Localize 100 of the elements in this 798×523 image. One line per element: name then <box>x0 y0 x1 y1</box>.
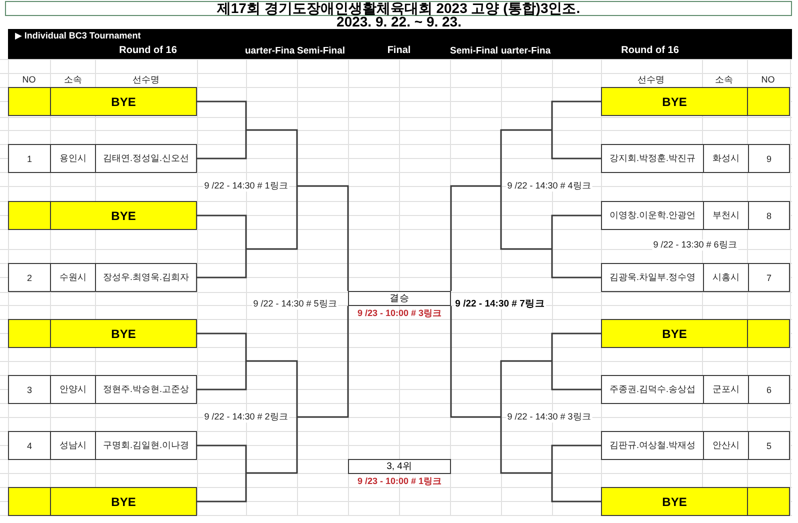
entry-number: 4 <box>26 440 33 452</box>
bye-label: BYE <box>50 320 196 347</box>
city-name: 용인시 <box>50 145 95 172</box>
round-heading: Final <box>387 45 411 57</box>
city-name: 성남시 <box>50 432 95 459</box>
bracket-line <box>551 100 601 130</box>
team-row <box>8 144 197 173</box>
player-names: 김태연.정성일.신오선 <box>95 145 196 172</box>
bracket-line <box>551 214 601 249</box>
round-heading: Semi-Final <box>297 45 346 57</box>
entry-number: 1 <box>26 152 33 166</box>
match-schedule: 9 /23 - 10:00 # 3링크 <box>357 307 442 319</box>
bye-row <box>601 87 790 116</box>
player-names: 장성우.최영욱.김희자 <box>95 264 196 291</box>
bracket-line <box>246 360 298 417</box>
bracket-line <box>500 186 552 250</box>
match-schedule: 9 /22 - 14:30 # 5링크 <box>252 298 338 310</box>
bracket-line <box>197 361 247 390</box>
entry-number: 5 <box>748 432 789 459</box>
team-row <box>8 375 197 404</box>
bracket-line <box>500 360 552 417</box>
bye-row <box>601 319 790 348</box>
bracket-line <box>450 185 501 291</box>
bracket-line <box>551 361 601 390</box>
city-name: 안산시 <box>703 432 748 459</box>
team-row <box>601 201 790 230</box>
tournament-name: ▶ Individual BC3 Tournament <box>15 30 141 42</box>
bracket-line <box>197 332 247 361</box>
bye-label: BYE <box>50 88 196 115</box>
column-heading: 소속 <box>64 74 82 86</box>
bracket-line <box>197 214 247 249</box>
bracket-line <box>297 306 349 418</box>
team-row <box>8 431 197 460</box>
bracket-line <box>197 473 247 502</box>
bracket-line <box>197 444 247 473</box>
column-heading: 선수명 <box>132 74 160 86</box>
bracket-line <box>197 249 247 278</box>
match-box: 결승 <box>348 291 451 306</box>
bye-label: BYE <box>50 488 196 515</box>
bracket-line <box>551 444 601 473</box>
player-names: 주종권.김덕수.송상섭 <box>608 383 696 396</box>
city-name: 수원시 <box>50 264 95 291</box>
city-name: 시흥시 <box>703 264 748 291</box>
bye-label: BYE <box>50 202 196 229</box>
bye-label: BYE <box>602 488 748 515</box>
player-names: 강지회.박정훈.박진규 <box>608 152 696 165</box>
match-schedule: 9 /22 - 14:30 # 2링크 <box>203 412 289 422</box>
bye-label: BYE <box>602 88 748 115</box>
bye-row <box>8 487 197 516</box>
entry-number: 6 <box>748 376 789 403</box>
bracket-line <box>246 417 298 474</box>
column-heading: NO <box>761 74 775 86</box>
match-box: 3, 4위 <box>348 459 451 474</box>
bracket-line <box>551 332 601 361</box>
entry-number: 7 <box>748 264 789 291</box>
bracket-line <box>246 186 298 250</box>
bye-row <box>601 487 790 516</box>
entry-number: 9 <box>748 145 789 172</box>
round-heading: uarter-Fina <box>245 45 295 57</box>
bye-row <box>8 201 197 230</box>
bye-row <box>8 319 197 348</box>
match-schedule: 9 /22 - 14:30 # 1링크 <box>203 180 289 192</box>
entry-number: 2 <box>26 272 33 284</box>
team-row <box>8 263 197 292</box>
bracket-line <box>551 249 601 278</box>
bracket-line <box>551 130 601 160</box>
city-name: 군포시 <box>703 376 748 403</box>
round-heading: uarter-Fina <box>501 45 551 57</box>
sheet-title: 제17회 경기도장애인생활체육대회 2023 고양 (통합)3인조. <box>5 1 792 16</box>
team-row <box>601 144 790 173</box>
player-names: 이영창.이운학.안광언 <box>608 209 696 222</box>
match-schedule: 9 /22 - 14:30 # 4링크 <box>506 180 592 192</box>
bracket-line <box>197 100 247 130</box>
city-name: 안양시 <box>50 376 95 403</box>
entry-number: 8 <box>748 202 789 229</box>
player-names: 구명회.김일현.이나경 <box>95 432 196 459</box>
team-row <box>601 263 790 292</box>
team-row <box>601 375 790 404</box>
match-schedule: 9 /22 - 13:30 # 6링크 <box>652 240 738 250</box>
bracket-line <box>450 306 501 418</box>
bracket-line <box>551 473 601 502</box>
entry-number: 3 <box>26 384 33 396</box>
round-heading: Semi-Final <box>450 45 498 57</box>
column-heading: 선수명 <box>638 74 664 86</box>
team-row <box>601 431 790 460</box>
bracket-line <box>297 185 349 291</box>
player-names: 김판규.여상철.박재성 <box>608 439 696 452</box>
player-names: 정현주.박승현.고준상 <box>95 376 196 403</box>
bye-label: BYE <box>602 320 748 347</box>
match-schedule: 9 /23 - 10:00 # 1링크 <box>357 475 442 487</box>
bracket-line <box>500 417 552 474</box>
match-schedule: 9 /22 - 14:30 # 3링크 <box>506 412 592 422</box>
column-heading: NO <box>22 74 36 86</box>
column-heading: 소속 <box>715 74 733 86</box>
bracket-line <box>197 130 247 160</box>
bye-row <box>8 87 197 116</box>
city-name: 부천시 <box>703 202 748 229</box>
bracket-line <box>500 129 552 186</box>
player-names: 김광욱.차일부.정수영 <box>608 271 696 284</box>
city-name: 화성시 <box>703 145 748 172</box>
